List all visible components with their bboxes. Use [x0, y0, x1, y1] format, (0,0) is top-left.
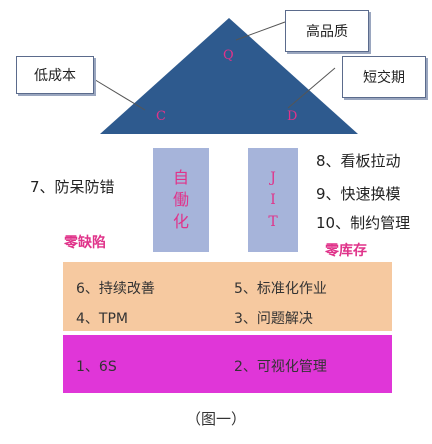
zero-defect-goal: 零缺陷: [64, 235, 106, 251]
quality-leader-line: [235, 21, 286, 41]
jidoka-char-1: 自: [172, 168, 189, 187]
roof-triangle: [100, 18, 358, 134]
roof-right-letter: D: [287, 109, 298, 124]
visual-management-item: 2、可视化管理: [234, 359, 327, 375]
jidoka-pillar: 自 働 化: [153, 148, 209, 252]
6s-item: 1、6S: [76, 359, 117, 375]
cost-leader-line: [91, 77, 146, 111]
jidoka-char-2: 働: [172, 190, 189, 209]
base-foundation-band: [63, 335, 392, 393]
figure-caption: （图一）: [185, 410, 246, 428]
cost-callout: 低成本: [16, 56, 94, 94]
quick-changeover-item: 9、快速换模: [316, 185, 401, 203]
quality-callout: 高品质: [285, 10, 369, 52]
zero-inventory-goal: 零库存: [325, 243, 367, 259]
improvement-foundation-band: [63, 262, 392, 331]
standard-work-item: 5、标准化作业: [234, 281, 327, 297]
cost-label: 低成本: [34, 68, 76, 84]
jit-char-1: J: [270, 170, 276, 186]
problem-solving-item: 3、问题解决: [234, 311, 313, 327]
continuous-improvement-item: 6、持续改善: [76, 281, 155, 297]
tpm-item: 4、TPM: [76, 311, 128, 327]
roof-left-letter: C: [156, 109, 166, 124]
delivery-callout: 短交期: [342, 56, 426, 98]
constraint-management-item: 10、制约管理: [316, 214, 411, 232]
jit-char-3: T: [268, 214, 278, 230]
jit-char-2: I: [270, 192, 276, 208]
quality-label: 高品质: [306, 24, 348, 40]
mistake-proofing-item: 7、防呆防错: [30, 178, 115, 196]
delivery-label: 短交期: [363, 70, 405, 86]
roof-triangle-diagram: [91, 18, 358, 134]
jit-pillar: J I T: [248, 148, 298, 252]
kanban-item: 8、看板拉动: [316, 152, 401, 170]
roof-apex-letter: Q: [223, 48, 234, 63]
delivery-leader-line: [287, 67, 336, 109]
jidoka-char-3: 化: [172, 212, 189, 231]
